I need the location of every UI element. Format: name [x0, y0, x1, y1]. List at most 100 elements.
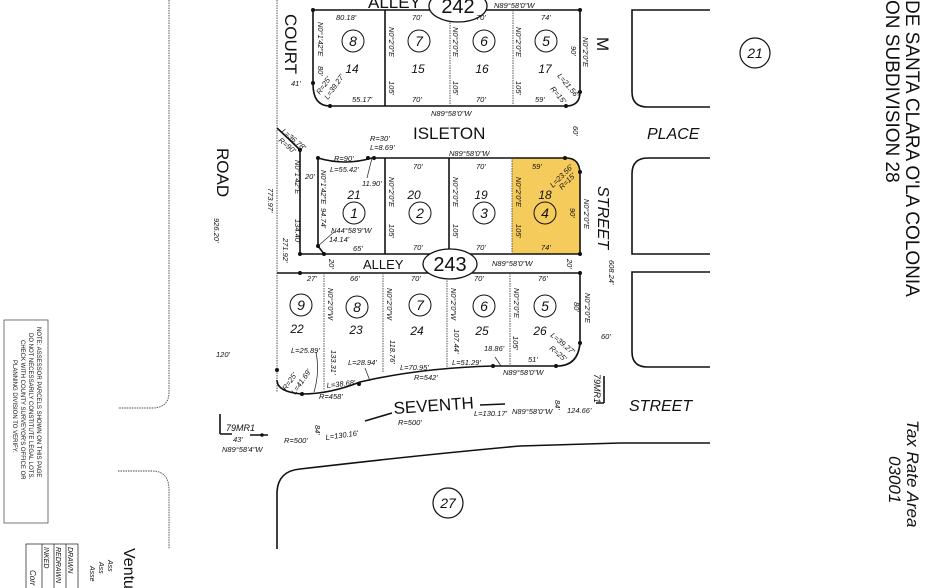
- dim-label: 20': [565, 258, 574, 269]
- title-block-row: INKED: [42, 547, 49, 568]
- dim-label: 70': [476, 162, 486, 171]
- lot-number: 21: [346, 188, 360, 202]
- dim-label: N0°2'0"E: [583, 293, 592, 324]
- title-block-row: REDRAWN: [54, 547, 61, 584]
- road-edges: [118, 0, 710, 549]
- dim-label: L=25.89': [291, 346, 320, 355]
- dim-label: 105': [511, 336, 520, 351]
- dim-label: 70': [412, 13, 422, 22]
- dim-label: 59': [535, 95, 545, 104]
- note-line: DO NOT NECESSARILY CONSTITUTE LEGAL LOTS…: [27, 333, 33, 479]
- dim-label: 608.24': [607, 260, 616, 285]
- map-number-27[interactable]: 27: [432, 487, 464, 519]
- dim-label: 20': [327, 258, 336, 269]
- lot-number: 26: [532, 324, 547, 338]
- street-label-road: ROAD: [213, 148, 232, 197]
- dim-label: 70': [413, 162, 423, 171]
- map-number-243[interactable]: 243: [422, 248, 478, 280]
- dim-label: N0°2'0"E: [451, 27, 460, 58]
- dim-label: R=30': [370, 134, 390, 143]
- dim-label: N89°58'4"W: [222, 445, 263, 454]
- parcel[interactable]: 121: [342, 188, 366, 225]
- dim-label: L=130.16': [325, 428, 359, 442]
- dim-label: N44°58'9"W: [331, 226, 372, 235]
- parcel[interactable]: 9 22: [289, 293, 313, 336]
- title-block-line: Asse: [88, 565, 95, 582]
- parcel[interactable]: 814: [341, 29, 365, 76]
- dim-label: 14.14': [329, 235, 350, 244]
- dim-label: N0°2'0"E: [451, 177, 460, 208]
- dim-label: 70': [412, 95, 422, 104]
- parcel[interactable]: 319: [472, 188, 496, 225]
- tax-rate-area-label: Tax Rate Area: [903, 420, 922, 527]
- record-reference-west[interactable]: 79MR1: [226, 423, 255, 433]
- parcel[interactable]: 724: [408, 293, 432, 338]
- dim-label: 70': [411, 274, 421, 283]
- dim-label: 70': [476, 13, 486, 22]
- street-label-street-seventh: STREET: [629, 398, 693, 415]
- dim-label: 120': [216, 350, 231, 359]
- parcel-highlighted[interactable]: 418: [533, 188, 557, 225]
- dim-label: 70': [476, 243, 486, 252]
- dim-label: N0°2'0"W: [449, 288, 458, 321]
- map-number-21-label: 21: [746, 45, 763, 61]
- dim-label: 84': [553, 400, 562, 410]
- map-number-242[interactable]: 242: [428, 0, 488, 23]
- parcel-number: 6: [480, 298, 488, 314]
- parcel-number: 5: [542, 33, 550, 49]
- dim-label: 70': [476, 95, 486, 104]
- parcel[interactable]: 625: [472, 294, 496, 338]
- lot-number: 15: [411, 62, 425, 76]
- dim-label: L=70.95': [400, 363, 429, 372]
- lot-number: 24: [409, 324, 424, 338]
- lot-number: 22: [289, 322, 304, 336]
- street-label-court: COURT: [281, 14, 300, 74]
- title-block-line: Ass: [97, 561, 104, 574]
- parcel-number: 7: [415, 33, 424, 49]
- dim-label: N0°1'42"E: [293, 160, 302, 195]
- dim-label: N89°58'0"W: [512, 407, 553, 416]
- parcel-number: 2: [415, 205, 424, 221]
- dim-label: N89°58'0"W: [449, 149, 490, 158]
- parcel[interactable]: 220: [406, 188, 432, 225]
- map-number-242-label: 242: [441, 0, 474, 18]
- dim-label: 80.18': [336, 13, 357, 22]
- dim-label: N0°2'0"E: [581, 37, 590, 68]
- block-242: [311, 8, 582, 108]
- dim-label: 105': [451, 81, 460, 96]
- parcel-number: 4: [541, 205, 549, 221]
- note-line: CHECK WITH COUNTY SURVEYOR'S OFFICE OR: [19, 340, 25, 480]
- dim-label: 60': [571, 126, 580, 136]
- block-243-south: [275, 271, 582, 396]
- dim-label: 133.31': [329, 350, 338, 375]
- dim-label: 74': [541, 13, 551, 22]
- title-block: Ventu Ass Ass Asse DRAWN REDRAWN INKED C…: [25, 543, 137, 588]
- dim-label: 41': [291, 79, 301, 88]
- parcel[interactable]: 823: [345, 295, 369, 337]
- highlighted-parcel-4[interactable]: [512, 158, 580, 254]
- lot-number: 20: [406, 188, 421, 202]
- lot-number: 17: [538, 62, 553, 76]
- map-number-21[interactable]: 21: [739, 37, 771, 69]
- dimension-labels: 80.18' 70' 70' 74' N0°1'42"E 80' N0°2'0"…: [212, 1, 616, 454]
- dim-label: 59': [532, 162, 542, 171]
- dim-label: 84': [313, 425, 322, 435]
- parcel[interactable]: 616: [472, 29, 496, 76]
- parcel[interactable]: 5 17: [534, 29, 558, 76]
- dim-label: 55.17': [352, 95, 373, 104]
- dim-label: N0°1'42"E: [319, 170, 328, 205]
- record-reference-east[interactable]: 79MR1: [592, 374, 602, 403]
- parcel-number: 3: [480, 205, 488, 221]
- parcel[interactable]: 7 15: [407, 29, 431, 76]
- note-line: PLANNING DIVISION TO VERIFY.: [11, 360, 17, 453]
- parcel-number: 9: [297, 297, 305, 313]
- map-title-line1: DE SANTA CLARA O'LA COLONIA: [901, 0, 922, 297]
- parcel[interactable]: 526: [532, 294, 557, 338]
- lot-number: 19: [474, 188, 488, 202]
- title-block-row: Corr: [28, 570, 37, 586]
- dim-label: 90': [569, 46, 578, 56]
- dim-label: 124.66': [567, 406, 592, 415]
- dim-label: 105': [514, 224, 523, 239]
- map-title-line2: ON SUBDIVISION 28: [881, 0, 902, 183]
